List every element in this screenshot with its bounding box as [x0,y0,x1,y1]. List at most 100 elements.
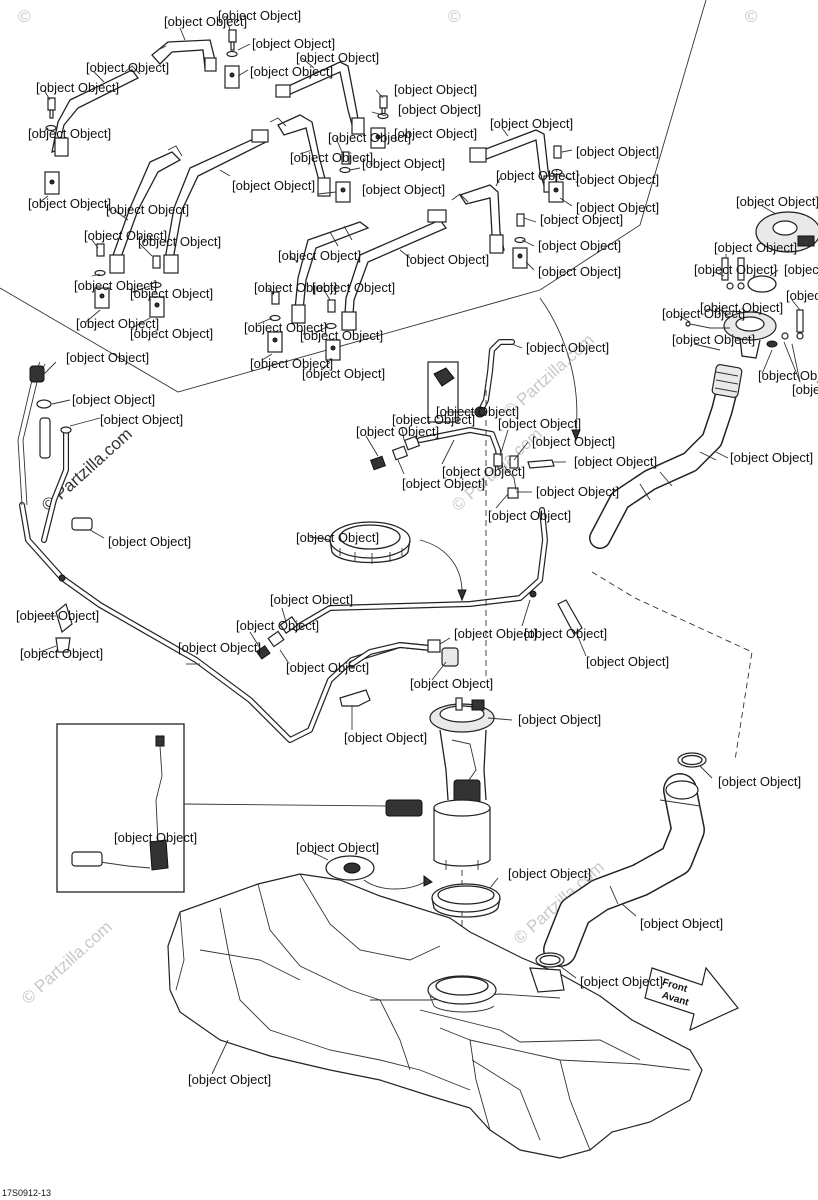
leader-arrow-21 [363,879,429,890]
strap-5-lower-left [291,221,370,324]
callout-label: [object Object] [100,412,183,427]
part-24-valve [433,367,486,418]
callout-label: [object Object] [28,126,111,141]
watermark-bottom-left: © Partzilla.com [18,917,116,1008]
diagram-reference-code: 17S0912-13 [2,1188,51,1198]
callout-label: [object Object] [72,392,155,407]
callout-label: [object Object] [362,182,445,197]
callout-label: [object Object] [718,774,801,789]
leader-arrow-35 [539,297,578,431]
callout-label: [object Object] [188,1072,271,1087]
callout-label: [object Object] [114,830,197,845]
callout-label: [object Object] [786,288,818,303]
callout-label: [object Object] [16,608,99,623]
callout-label: [object Object] [244,320,327,335]
part-42-clip [71,517,93,531]
callout-label: [object Object] [406,252,489,267]
callout-label: [object Object] [362,156,445,171]
callout-label: [object Object] [250,356,333,371]
callout-label: [object Object] [436,404,519,419]
callout-label: [object Object] [130,286,213,301]
strap-5-top-left [51,65,141,157]
callout-label: [object Object] [74,278,157,293]
callout-label: [object Object] [312,280,395,295]
callout-label: [object Object] [576,144,659,159]
part-15-gasket [747,275,777,293]
part-9-filler-tube [543,773,705,967]
callout-label: [object Object] [296,50,379,65]
callout-label: [object Object] [28,196,111,211]
callout-label: [object Object] [526,340,609,355]
part-16-filler-hose [589,364,743,549]
callout-label: [object Object] [574,454,657,469]
callout-label: [object Object] [730,450,813,465]
callout-label: [object Object] [736,194,818,209]
strap-4-mid [163,129,269,274]
callout-label: [object Object] [394,82,477,97]
callout-label: [object Object] [394,126,477,141]
callout-label: [object Object] [498,416,581,431]
callout-label: [object Object] [576,172,659,187]
hardware-set-6 [149,255,165,318]
fuel-cap-assembly [685,211,818,359]
hardware-set-1 [224,29,240,89]
part-13-screw-c [796,309,804,333]
part-35-clip [527,459,555,469]
part-1-fuel-tank [167,873,703,1159]
part-40-clip [557,599,583,635]
callout-label: [object Object] [296,530,379,545]
callout-label: [object Object] [640,916,723,931]
callout-label: [object Object] [36,80,119,95]
callout-label: [object Object] [508,866,591,881]
callout-label: [object Object] [454,626,537,641]
callout-label: [object Object] [302,366,385,381]
callout-label: [object Object] [218,8,301,23]
callout-label: [object Object] [108,534,191,549]
callout-label: [object Object] [518,712,601,727]
part-13-screw-b [737,257,745,281]
callout-label: [object Object] [714,240,797,255]
hardware-set-7 [548,145,564,203]
strap-3-lower [341,209,448,331]
watermark-top-left: © [18,7,31,26]
strap-4-top [275,61,365,135]
callout-label: [object Object] [86,60,169,75]
part-45-clip [55,637,71,653]
callout-label: [object Object] [488,508,571,523]
callout-label: [object Object] [66,350,149,365]
strap-3-top [151,39,217,72]
callout-label: [object Object] [106,202,189,217]
callout-label: [object Object] [694,262,777,277]
part-22-seal [431,883,501,918]
callout-label: [object Object] [328,130,411,145]
inset-frame [56,723,185,893]
callout-label: [object Object] [586,654,669,669]
callout-label: [object Object] [540,212,623,227]
callout-label: [object Object] [138,234,221,249]
callout-label: [object Object] [392,412,475,427]
callout-label: [object Object] [84,228,167,243]
callout-label: [object Object] [576,200,659,215]
watermark-top-right: © [745,7,758,26]
callout-label: [object Object] [442,464,525,479]
part-44-clip [55,602,73,634]
callout-label: [object Object] [792,382,818,397]
strap-section-boundary [0,0,707,393]
callout-label: [object Object] [178,640,261,655]
hardware-set-5 [94,243,110,309]
callout-label: [object Object] [270,592,353,607]
callout-label: [object Object] [532,434,615,449]
leader-lines [39,15,801,1075]
inset-sender-detail [56,723,387,893]
callout-label: [object Object] [300,328,383,343]
callout-label: [object Object] [252,36,335,51]
front-direction-arrow: Front Avant [644,966,739,1032]
callout-label: [object Object] [538,238,621,253]
callout-label: [object Object] [662,306,745,321]
part-43-clip [339,689,371,707]
callout-label: [object Object] [232,178,315,193]
tank-pump-opening [427,975,497,1005]
callout-label: [object Object] [286,660,369,675]
callout-label: [object Object] [290,150,373,165]
